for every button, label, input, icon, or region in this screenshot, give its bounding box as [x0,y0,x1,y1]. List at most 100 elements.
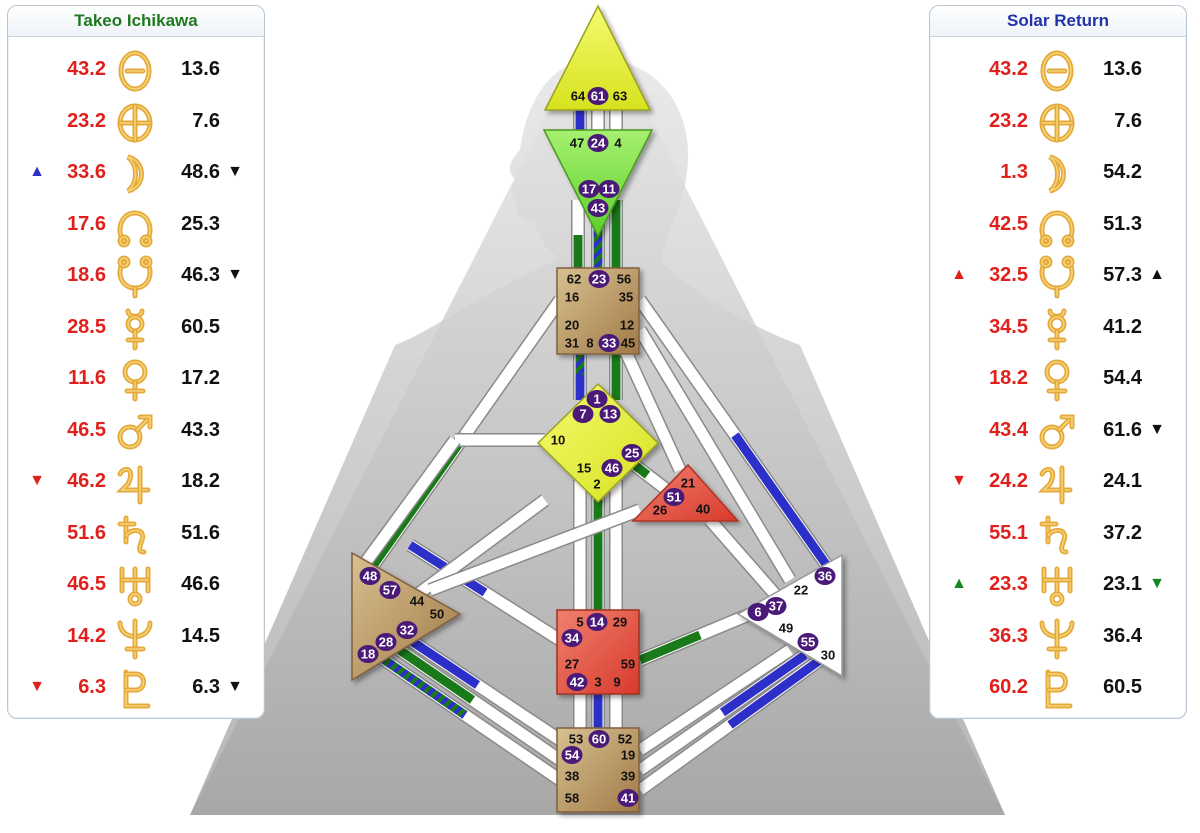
panel-title-solar-return: Solar Return [930,6,1186,37]
design-gate-value: 42.5 [989,212,1028,235]
gate-44: 44 [410,594,425,609]
gate-number: 53 [569,732,583,747]
gate-31: 31 [565,336,579,351]
gate-56: 56 [617,272,631,287]
arrow-right-indicator: ▼ [1149,420,1165,438]
arrow-left-indicator: ▲ [951,575,967,592]
gate-15: 15 [577,461,591,476]
gate-7: 7 [572,405,594,423]
design-gate-value: 43.2 [67,58,106,80]
mercury-icon [1034,306,1080,352]
gate-37: 37 [765,597,787,615]
arrow-left-indicator [28,368,46,388]
gate-number: 50 [430,607,444,622]
gate-40: 40 [696,502,710,517]
north-node-icon [112,203,158,249]
moon-icon [1034,151,1080,197]
channel-23 [704,515,786,605]
gate-52: 52 [618,732,632,747]
jupiter-icon [112,460,158,506]
channel-25 [366,644,564,786]
gate-number: 13 [603,407,617,422]
gate-55: 55 [797,633,819,651]
gate-61: 61 [587,87,609,105]
gate-34: 34 [561,629,583,647]
arrow-left-indicator: ▼ [951,472,967,489]
channel-28 [635,654,825,796]
gate-number: 28 [379,635,393,650]
design-gate-value: 43.4 [989,418,1028,441]
arrow-left-indicator [950,162,968,182]
gate-2: 2 [593,477,600,492]
gate-number: 22 [794,583,808,598]
gate-50: 50 [430,607,444,622]
gate-number: 60 [592,732,606,747]
gate-number: 39 [621,769,635,784]
gate-39: 39 [621,769,635,784]
sun-icon [1034,48,1080,94]
gate-number: 48 [363,569,377,584]
gate-24: 24 [587,134,609,152]
gate-32: 32 [396,621,418,639]
gate-number: 9 [613,675,620,690]
personality-gate-value: 43.3 [181,418,220,441]
gate-number: 35 [619,290,633,305]
mars-icon [112,409,158,455]
personality-gate-value: 54.2 [1103,161,1142,183]
arrow-left-indicator [28,626,46,646]
gate-number: 26 [653,503,667,518]
gate-number: 63 [613,89,627,104]
gate-42: 42 [566,673,588,691]
gate-33: 33 [598,334,620,352]
gate-13: 13 [599,405,621,423]
earth-icon [1034,100,1080,146]
design-gate-value: 43.2 [989,58,1028,80]
design-gate-value: 18.2 [989,367,1028,389]
gate-number: 24 [591,136,606,151]
gate-number: 1 [593,392,600,407]
gate-36: 36 [814,567,836,585]
arrow-right-indicator [226,368,244,388]
gate-number: 14 [590,615,605,630]
personality-gate-value: 57.3 [1103,264,1142,286]
gate-number: 16 [565,290,579,305]
gate-number: 64 [571,89,586,104]
gate-number: 56 [617,272,631,287]
personality-gate-value: 24.1 [1103,470,1142,492]
gate-6: 6 [747,603,769,621]
gate-48: 48 [359,567,381,585]
gate-1: 1 [586,390,608,408]
design-gate-value: 51.6 [67,521,106,544]
moon-icon [112,151,158,197]
arrow-left-indicator [28,111,46,131]
design-gate-value: 11.6 [68,367,106,389]
personality-gate-value: 18.2 [181,470,220,492]
design-gate-value: 33.6 [67,161,106,183]
arrow-left-indicator: ▲ [951,266,967,283]
mars-icon [1034,409,1080,455]
arrow-left-indicator [950,368,968,388]
gate-38: 38 [565,769,579,784]
gate-57: 57 [379,581,401,599]
personality-gate-value: 13.6 [1103,58,1142,80]
gate-47: 47 [570,136,584,151]
channel-29 [635,649,810,776]
design-gate-value: 6.3 [78,676,106,698]
arrow-right-indicator [226,626,244,646]
gate-18: 18 [357,645,379,663]
gate-number: 42 [570,675,584,690]
arrow-left-indicator [28,59,46,79]
uranus-icon [112,563,158,609]
arrow-right-indicator [1148,162,1166,182]
